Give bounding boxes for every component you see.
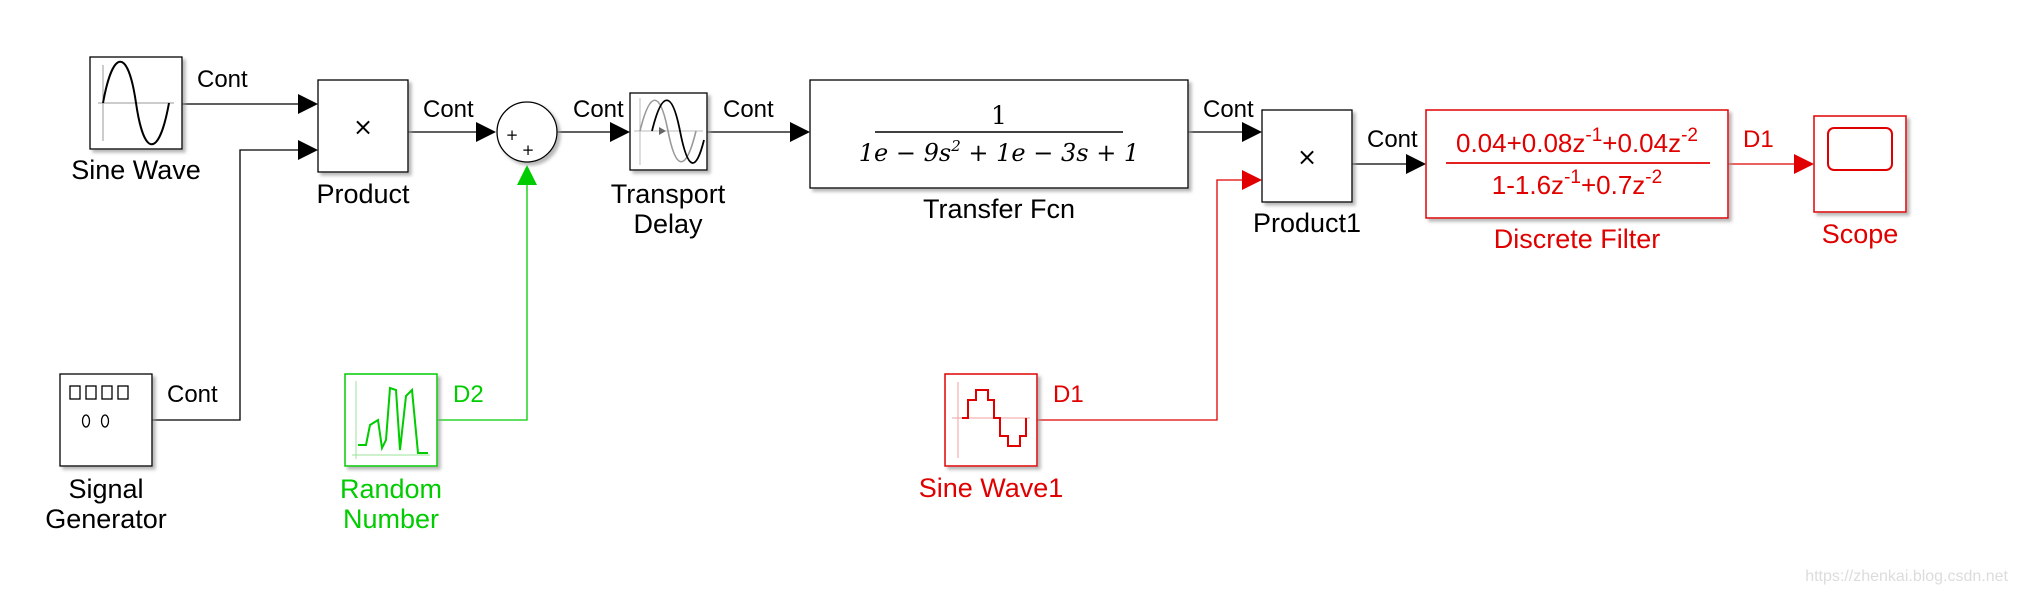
random-number-block[interactable]	[344, 373, 438, 467]
discrete-filter-name: Discrete Filter	[1493, 224, 1661, 254]
rate-label-siggen-out: Cont	[167, 381, 218, 408]
signal-line-sine-to-product[interactable]	[182, 94, 318, 114]
rate-label-sine1-out: D1	[1053, 381, 1084, 408]
signal-line-sine1-to-product1[interactable]	[1037, 170, 1262, 421]
random-number-name-line2: Number	[342, 503, 440, 534]
rate-label-random-out: D2	[453, 381, 484, 408]
signal-line-delay-to-tf[interactable]	[707, 122, 810, 142]
sum-block[interactable]: + +	[496, 101, 558, 163]
transport-delay-block[interactable]	[629, 92, 708, 171]
transport-delay-icon	[634, 98, 705, 165]
sine-wave-name: Sine Wave	[71, 155, 201, 185]
random-number-name: Random Number	[339, 474, 443, 534]
product-block[interactable]: ×	[317, 79, 409, 173]
transfer-fcn-name: Transfer Fcn	[922, 194, 1076, 224]
transport-delay-name-line1: Transport	[610, 179, 726, 209]
rate-label-delay-out: Cont	[723, 96, 774, 123]
rate-label-sum-out: Cont	[573, 96, 624, 123]
transfer-fcn-numerator: 1	[991, 101, 1007, 130]
signal-generator-block[interactable]	[59, 373, 153, 467]
sum-sign-bottom: +	[522, 141, 535, 159]
rate-label-product-out: Cont	[423, 96, 474, 123]
product1-symbol: ×	[1297, 143, 1317, 171]
transport-delay-name: Transport Delay	[610, 179, 726, 239]
product1-name: Product1	[1252, 208, 1362, 238]
discrete-filter-numerator: 0.04+0.08z-1+0.04z-2	[1456, 125, 1698, 158]
sine-wave-icon	[98, 60, 174, 146]
random-number-name-line1: Random	[339, 474, 443, 504]
signal-generator-name-line2: Generator	[45, 503, 167, 534]
signal-line-product1-to-filter[interactable]	[1352, 154, 1426, 174]
product-name: Product	[316, 179, 410, 209]
discrete-filter-block[interactable]: 0.04+0.08z-1+0.04z-2 1-1.6z-1+0.7z-2	[1425, 109, 1729, 219]
signal-generator-name: Signal Generator	[45, 474, 167, 534]
sine-wave1-icon	[952, 382, 1030, 458]
transport-delay-name-line2: Delay	[633, 208, 703, 239]
scope-block[interactable]	[1813, 115, 1907, 213]
signal-line-filter-to-scope[interactable]	[1728, 154, 1814, 174]
signal-line-siggen-to-product[interactable]	[152, 140, 318, 421]
rate-label-sine-out: Cont	[197, 66, 248, 93]
signal-line-product-to-sum[interactable]	[408, 122, 496, 142]
signal-generator-icon	[69, 385, 129, 428]
signal-line-tf-to-product1[interactable]	[1188, 122, 1262, 142]
signal-generator-name-line1: Signal	[68, 474, 144, 504]
rate-label-product1-out: Cont	[1367, 126, 1418, 153]
transfer-fcn-denominator: 1e − 9s2 + 1e − 3s + 1	[859, 137, 1139, 167]
rate-label-tf-out: Cont	[1203, 96, 1254, 123]
product-symbol: ×	[353, 113, 373, 141]
sine-wave-block[interactable]	[89, 56, 183, 150]
watermark: https://zhenkai.blog.csdn.net	[1805, 568, 2008, 585]
sum-sign-left: +	[506, 126, 519, 144]
rate-label-filter-out: D1	[1743, 126, 1774, 153]
discrete-filter-denominator: 1-1.6z-1+0.7z-2	[1492, 167, 1662, 200]
signal-line-sum-to-delay[interactable]	[557, 122, 630, 142]
scope-icon	[1827, 127, 1893, 171]
scope-name: Scope	[1821, 219, 1899, 249]
product1-block[interactable]: ×	[1261, 109, 1353, 203]
sine-wave1-name: Sine Wave1	[918, 473, 1064, 503]
sine-wave1-block[interactable]	[944, 373, 1038, 467]
signal-line-random-to-sum[interactable]	[437, 165, 537, 421]
random-number-icon	[352, 381, 430, 459]
transfer-fcn-block[interactable]: 1 1e − 9s2 + 1e − 3s + 1	[809, 79, 1189, 189]
